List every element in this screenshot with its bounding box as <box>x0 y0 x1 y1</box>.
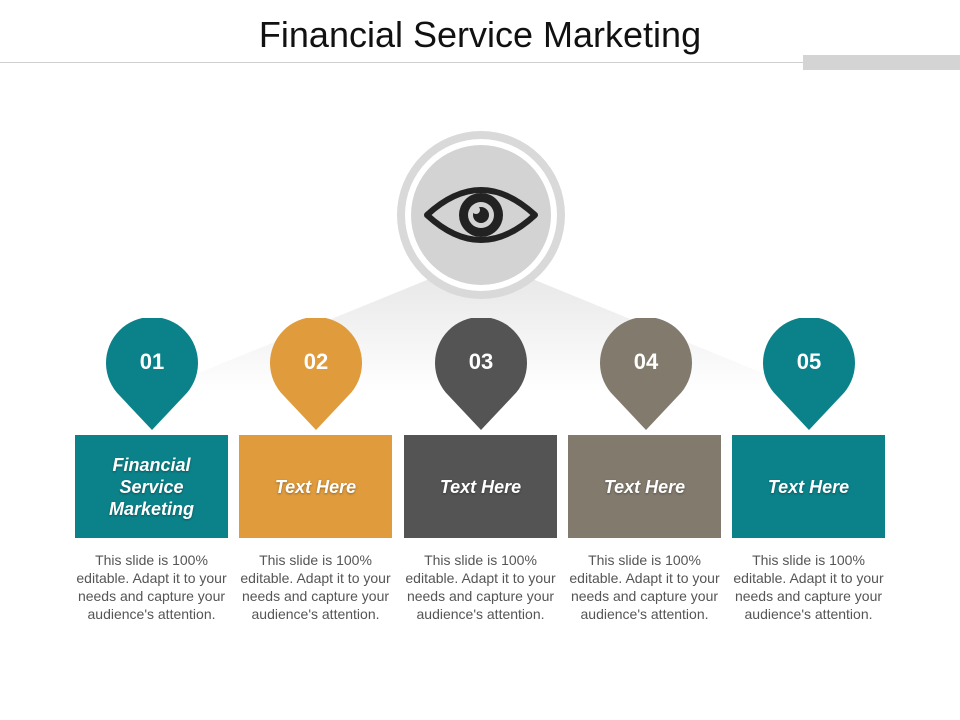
step-number: 04 <box>633 349 659 374</box>
step-label: Text Here <box>439 476 522 497</box>
step-label-box-4: Text Here <box>568 435 721 538</box>
step-number: 05 <box>796 349 822 374</box>
step-label-box-5: Text Here <box>732 435 885 538</box>
step-number: 03 <box>468 349 494 374</box>
step-label-box-3: Text Here <box>404 435 557 538</box>
title-divider <box>0 62 960 63</box>
step-description-3: This slide is 100% editable. Adapt it to… <box>405 552 556 622</box>
step-marker-3: 03 <box>435 316 527 430</box>
title-accent-bar <box>803 55 960 70</box>
step-label: Text Here <box>767 476 850 497</box>
center-eye-badge <box>397 131 565 299</box>
step-marker-1: 01 <box>106 316 198 430</box>
slide-title: Financial Service Marketing <box>258 14 702 55</box>
step-description-4: This slide is 100% editable. Adapt it to… <box>569 552 720 622</box>
step-description-5: This slide is 100% editable. Adapt it to… <box>733 552 884 622</box>
step-marker-5: 05 <box>763 316 855 430</box>
step-label: Financial Service Marketing <box>108 454 195 519</box>
step-label-box-1: Financial Service Marketing <box>75 435 228 538</box>
step-marker-4: 04 <box>600 316 692 430</box>
step-description-1: This slide is 100% editable. Adapt it to… <box>76 552 227 622</box>
eye-icon <box>424 187 538 243</box>
step-number: 01 <box>139 349 165 374</box>
step-label-box-2: Text Here <box>239 435 392 538</box>
step-description-2: This slide is 100% editable. Adapt it to… <box>240 552 391 622</box>
step-number: 02 <box>303 349 329 374</box>
step-marker-2: 02 <box>270 316 362 430</box>
step-label: Text Here <box>603 476 686 497</box>
step-label: Text Here <box>274 476 357 497</box>
